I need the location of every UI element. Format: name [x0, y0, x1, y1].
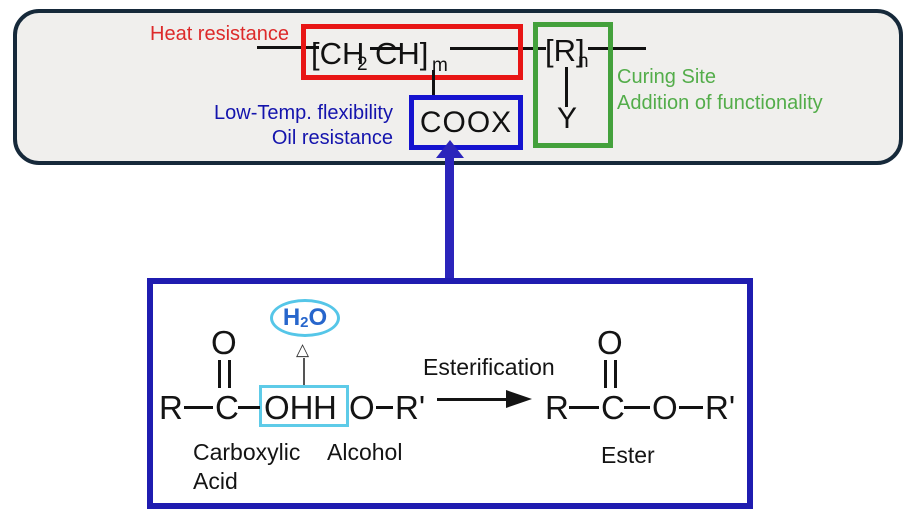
curing-site-label-block: Curing Site Addition of functionality	[617, 64, 823, 116]
backbone-formula-left: [CH	[311, 36, 365, 71]
r-unit-formula: [R]	[545, 33, 585, 68]
heat-resistance-label: Heat resistance	[150, 23, 289, 45]
backbone-sub-2: 2	[357, 54, 368, 75]
curing-site-label: Curing Site	[617, 66, 716, 88]
ester-double-bond-2	[614, 360, 617, 388]
acid-double-bond-1	[218, 360, 221, 388]
h2o-release-line	[303, 358, 305, 386]
chain-bond-right	[588, 47, 646, 50]
h2o-o: O	[308, 304, 328, 331]
condensation-highlight-box	[259, 385, 349, 427]
backbone-sub-m: m	[432, 55, 448, 76]
ester-carbonyl-o: O	[597, 324, 623, 361]
ester-o: O	[652, 389, 678, 426]
carboxylic-label-line2: Acid	[193, 467, 238, 494]
alcohol-bond	[376, 406, 393, 409]
r-unit-sub-n: n	[578, 51, 589, 72]
low-temp-oil-label: Low-Temp. flexibility Oil resistance	[195, 101, 393, 151]
y-bond	[565, 67, 568, 107]
acid-carbonyl-o: O	[211, 324, 237, 361]
carboxylic-acid-label: Carboxylic Acid	[193, 438, 300, 496]
ester-bond-co	[624, 406, 650, 409]
ester-bond-or	[679, 406, 703, 409]
alcohol-h: H	[313, 389, 337, 426]
ester-bond-rc	[569, 406, 599, 409]
y-group: Y	[557, 102, 578, 135]
acid-c: C	[215, 389, 239, 426]
ester-c: C	[601, 389, 625, 426]
backbone-formula-right: CH]	[375, 36, 429, 71]
connector-arrow-shaft	[445, 156, 454, 280]
backbone-highlight-box	[301, 24, 523, 80]
connector-arrow-head	[436, 140, 464, 158]
alcohol-label: Alcohol	[327, 439, 403, 465]
ester-label: Ester	[601, 442, 655, 468]
carboxylic-label-line1: Carboxylic	[193, 439, 301, 465]
ester-double-bond-1	[604, 360, 607, 388]
functional-group-box: COOX	[409, 95, 523, 150]
oil-resistance-label: Oil resistance	[271, 127, 393, 149]
alcohol-o: O	[349, 389, 375, 426]
reaction-arrow-head	[506, 390, 532, 408]
acid-bond-coh	[238, 406, 260, 409]
backbone-bond	[370, 47, 402, 50]
acid-r: R	[159, 389, 183, 426]
ester-r: R	[545, 389, 569, 426]
chain-bond-left	[257, 46, 319, 49]
polymer-panel	[13, 9, 903, 165]
functional-group-formula: COOX	[419, 105, 513, 139]
acid-oh: OH	[264, 389, 314, 426]
ester-r-prime: R'	[705, 389, 736, 426]
reaction-panel	[147, 278, 753, 509]
h2o-sub-2: 2	[300, 313, 309, 331]
addition-functionality-label: Addition of functionality	[617, 92, 823, 114]
h2o-h: H	[282, 304, 301, 331]
acid-double-bond-2	[228, 360, 231, 388]
reaction-arrow-shaft	[437, 398, 508, 401]
low-temp-flexibility-label: Low-Temp. flexibility	[214, 102, 393, 124]
curing-site-box	[533, 22, 613, 148]
chain-bond-middle	[450, 47, 546, 50]
alcohol-r-prime: R'	[395, 389, 426, 426]
esterification-label: Esterification	[423, 354, 555, 380]
acid-bond-rc	[184, 406, 213, 409]
h2o-byproduct-bubble: H 2 O	[270, 299, 340, 337]
h2o-release-arrow-icon: △	[296, 340, 310, 359]
pendant-bond	[432, 70, 435, 97]
